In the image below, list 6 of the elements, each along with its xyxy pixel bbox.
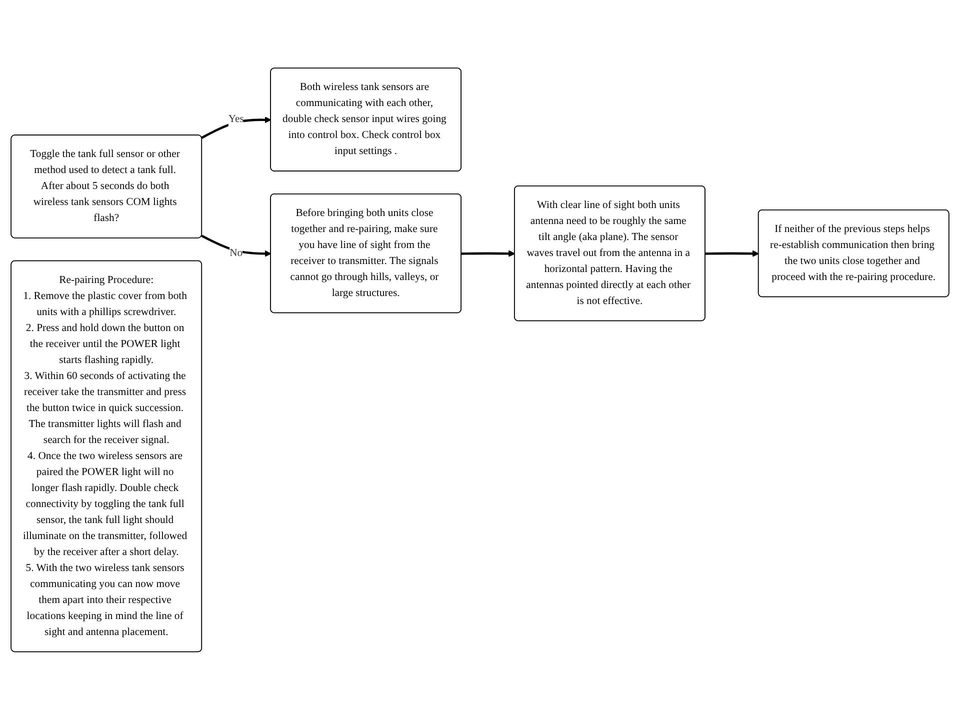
arrow (201, 234, 272, 258)
edge-label: Yes (228, 114, 244, 126)
arrow (705, 250, 760, 258)
arrow (201, 116, 272, 139)
arrow (461, 250, 516, 258)
edge-label: No (230, 248, 243, 260)
